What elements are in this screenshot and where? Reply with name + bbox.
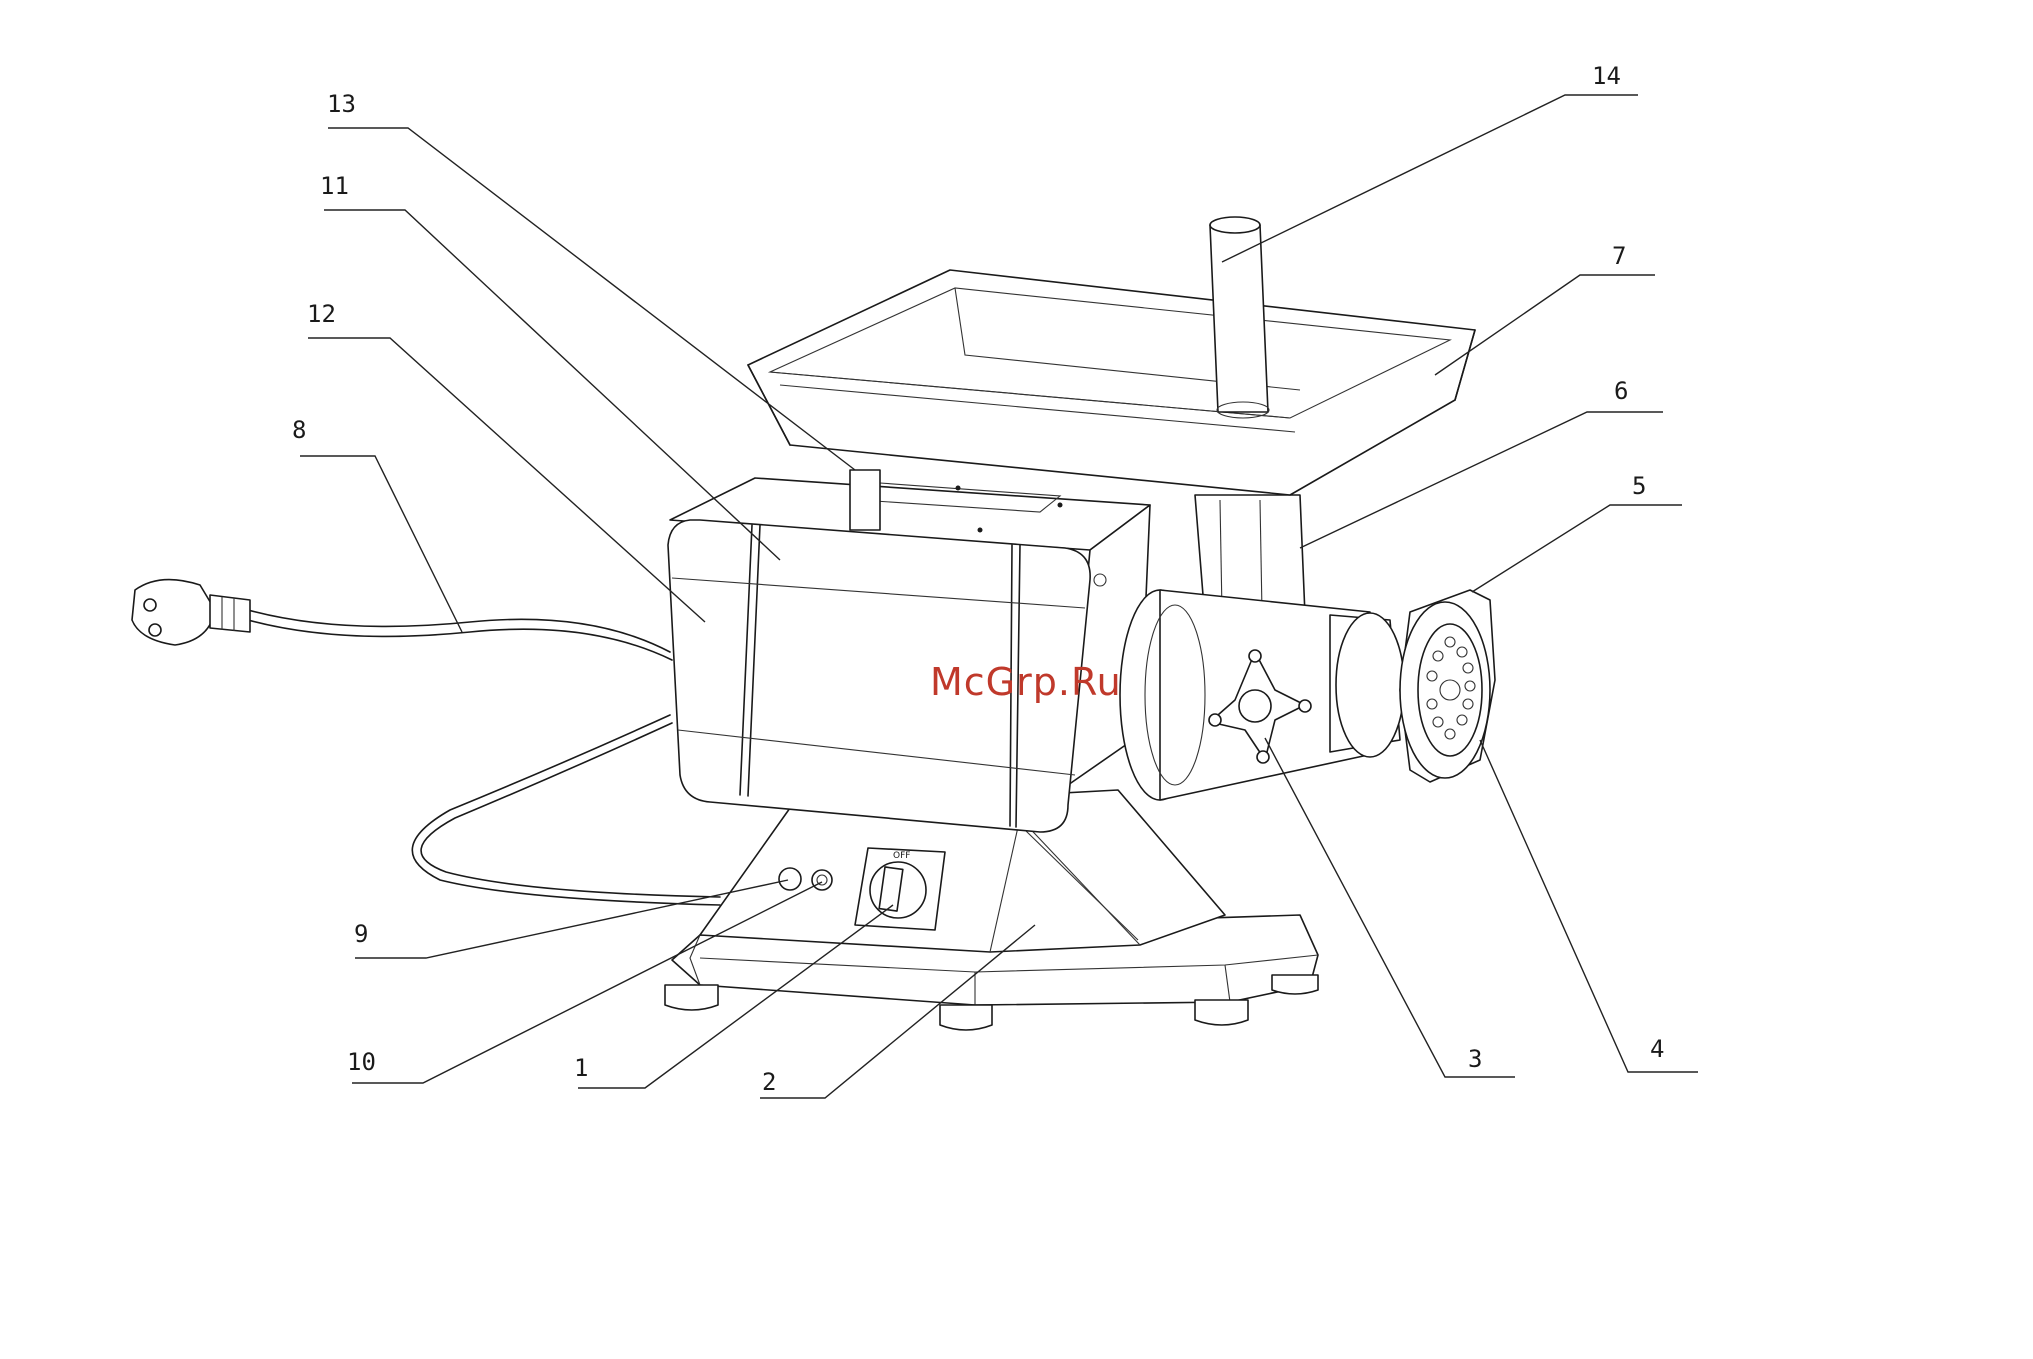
callout-4: 4 <box>1650 1035 1664 1063</box>
motor-housing <box>668 478 1150 832</box>
indicator-light-left <box>779 868 801 890</box>
callout-11: 11 <box>320 172 349 200</box>
feed-tray <box>748 270 1475 495</box>
watermark-text: McGrp.Ru <box>930 660 1122 704</box>
pusher <box>1210 217 1269 418</box>
indicator-light-right <box>812 870 832 890</box>
callout-5: 5 <box>1632 472 1646 500</box>
switch-panel: OFF <box>855 848 945 930</box>
callout-9: 9 <box>354 920 368 948</box>
callout-12: 12 <box>307 300 336 328</box>
switch-label: OFF <box>893 851 910 861</box>
power-cord <box>248 610 720 905</box>
ring-nut <box>1400 590 1495 782</box>
callout-10: 10 <box>347 1048 376 1076</box>
callout-3: 3 <box>1468 1045 1482 1073</box>
callout-8: 8 <box>292 416 306 444</box>
callout-2: 2 <box>762 1068 776 1096</box>
power-plug <box>132 580 250 645</box>
callout-14: 14 <box>1592 62 1621 90</box>
callout-13: 13 <box>327 90 356 118</box>
callout-1: 1 <box>574 1054 588 1082</box>
tray-support <box>850 470 880 530</box>
callout-6: 6 <box>1614 377 1628 405</box>
callout-7: 7 <box>1612 242 1626 270</box>
